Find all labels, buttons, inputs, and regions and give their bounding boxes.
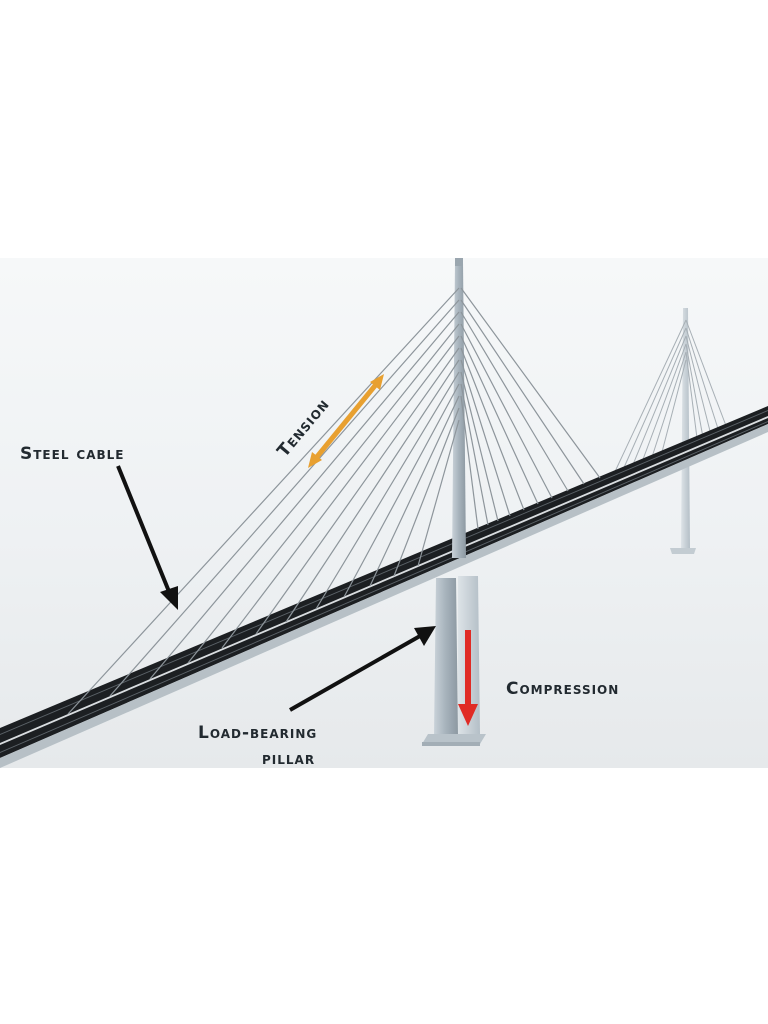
steel-cable-pointer <box>116 465 178 610</box>
diagram-frame: Steel cable Tension Compression Load-bea… <box>0 258 768 768</box>
pillar-label: pillar <box>262 749 315 768</box>
compression-label: Compression <box>506 679 619 699</box>
bridge-deck <box>0 406 768 768</box>
pillar-pointer <box>289 626 436 712</box>
main-pylon <box>452 258 466 558</box>
far-pylon-cables <box>611 319 729 479</box>
main-cables-right <box>460 287 601 530</box>
main-cables-left <box>67 287 460 715</box>
bridge-diagram: Steel cable Tension Compression Load-bea… <box>0 258 768 768</box>
main-pillar <box>422 576 486 746</box>
steel-cable-label: Steel cable <box>20 444 124 464</box>
tension-arrow <box>308 374 384 468</box>
load-bearing-label: Load-bearing <box>198 723 317 743</box>
compression-arrow <box>458 630 478 726</box>
